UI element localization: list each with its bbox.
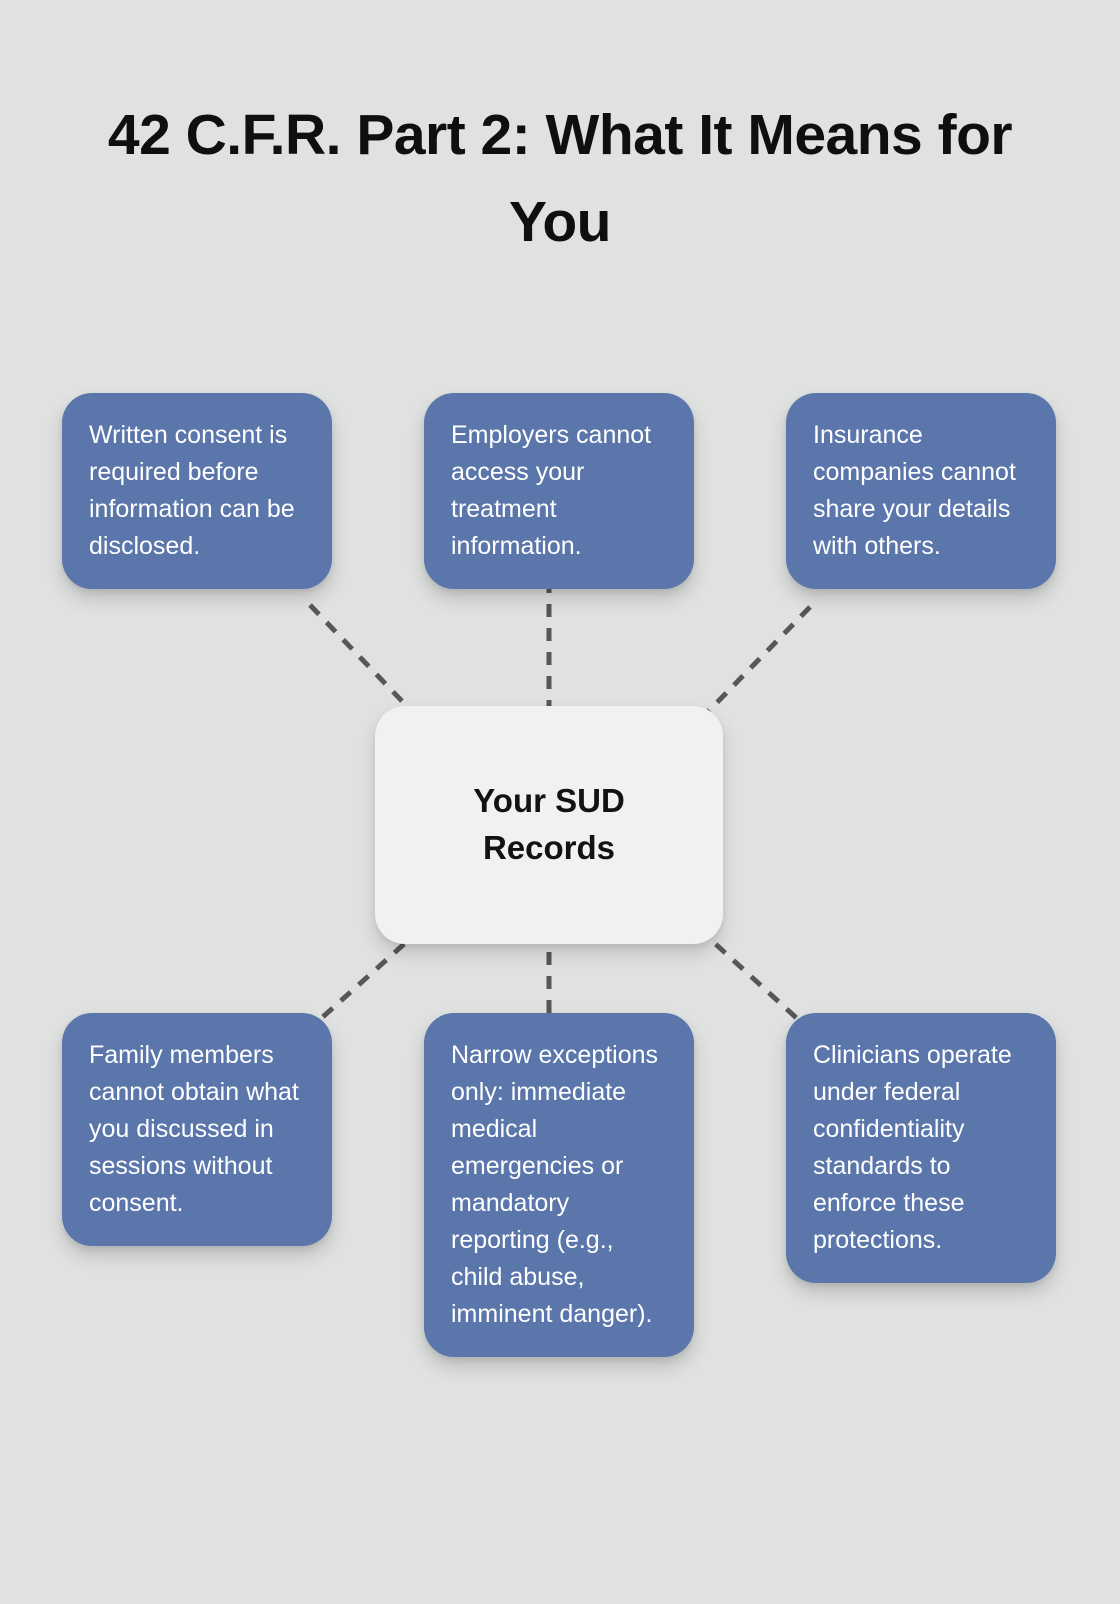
center-node-sud-records: Your SUD Records xyxy=(375,706,723,944)
node-insurance-text: Insurance companies cannot share your de… xyxy=(813,421,1016,560)
node-clinicians: Clinicians operate under federal confide… xyxy=(786,1013,1056,1283)
node-narrow-exceptions: Narrow exceptions only: immediate medica… xyxy=(424,1013,694,1357)
node-written-consent: Written consent is required before infor… xyxy=(62,393,332,589)
node-written-consent-text: Written consent is required before infor… xyxy=(89,421,295,560)
connector-bottom-left xyxy=(304,926,424,1034)
center-node-label: Your SUD Records xyxy=(473,782,625,866)
connector-top-right xyxy=(696,605,812,724)
node-narrow-exceptions-text: Narrow exceptions only: immediate medica… xyxy=(451,1041,659,1328)
node-family-members: Family members cannot obtain what you di… xyxy=(62,1013,332,1246)
node-family-members-text: Family members cannot obtain what you di… xyxy=(89,1041,299,1217)
node-clinicians-text: Clinicians operate under federal confide… xyxy=(813,1041,1012,1254)
connector-top-left xyxy=(308,603,424,724)
node-employers: Employers cannot access your treatment i… xyxy=(424,393,694,589)
node-insurance: Insurance companies cannot share your de… xyxy=(786,393,1056,589)
connector-bottom-right xyxy=(696,926,816,1036)
node-employers-text: Employers cannot access your treatment i… xyxy=(451,421,652,560)
page-title: 42 C.F.R. Part 2: What It Means for You xyxy=(107,103,1013,254)
